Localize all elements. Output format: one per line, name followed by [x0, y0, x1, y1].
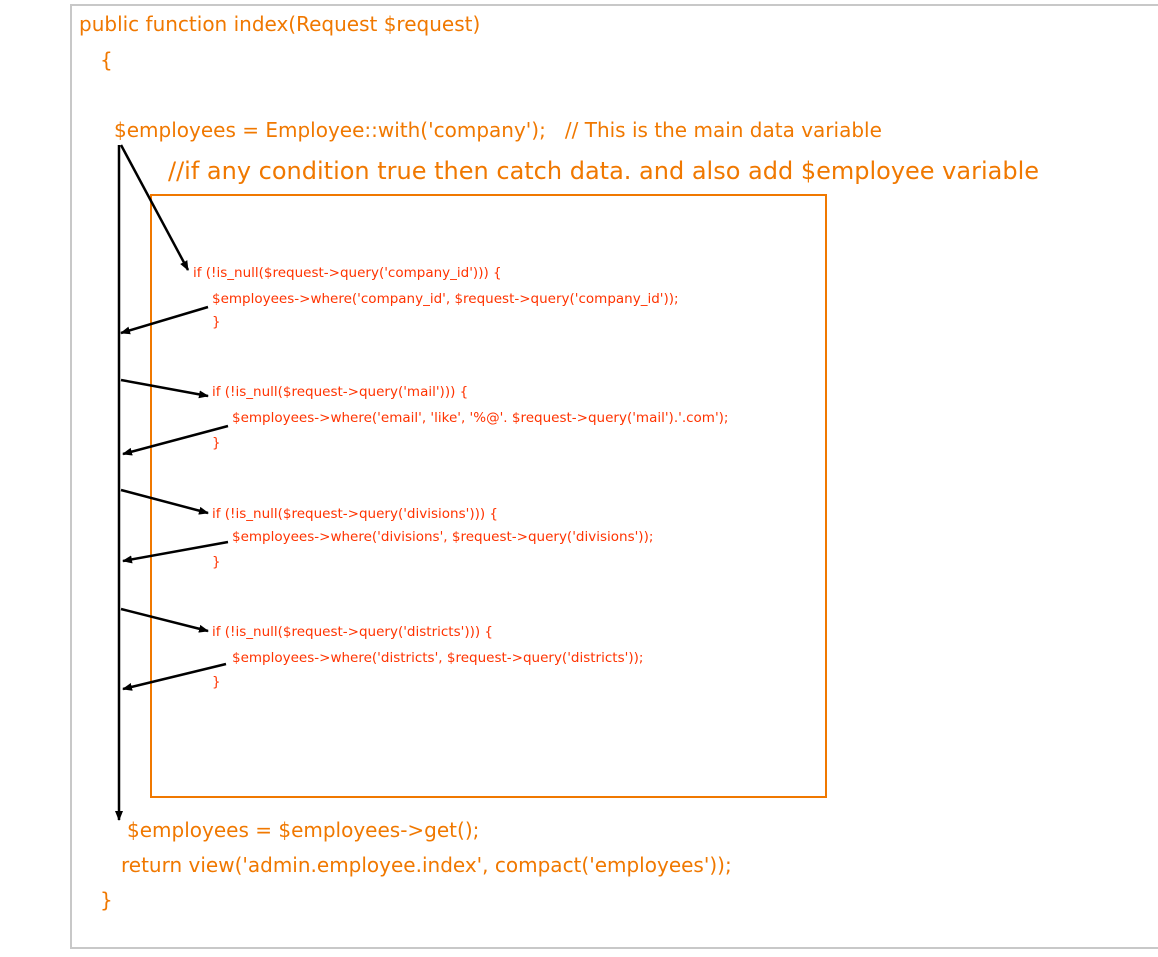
block-4-if: if (!is_null($request->query('districts'…: [212, 624, 494, 640]
arrow-to-block-3: [120, 488, 209, 515]
function-signature: public function index(Request $request): [79, 12, 481, 36]
arrow-back-block-1: [120, 305, 209, 335]
block-3-if: if (!is_null($request->query('divisions'…: [212, 506, 499, 522]
condition-comment: //if any condition true then catch data.…: [168, 157, 1039, 185]
return-line: return view('admin.employee.index', comp…: [121, 853, 732, 877]
open-brace: {: [100, 48, 113, 72]
block-2-close: }: [212, 435, 221, 451]
block-4-body: $employees->where('districts', $request-…: [232, 650, 644, 666]
block-4-close: }: [212, 674, 221, 690]
block-1-close: }: [212, 314, 221, 330]
block-3-body: $employees->where('divisions', $request-…: [232, 529, 654, 545]
arrow-to-block-2: [120, 378, 209, 399]
block-2-body: $employees->where('email', 'like', '%@'.…: [232, 410, 729, 426]
block-3-close: }: [212, 554, 221, 570]
arrow-back-block-3: [122, 540, 229, 564]
arrow-back-block-2: [122, 424, 229, 456]
get-line: $employees = $employees->get();: [127, 818, 480, 842]
main-variable-line: $employees = Employee::with('company'); …: [114, 118, 882, 142]
arrow-back-block-4: [122, 662, 227, 691]
code-frame: [70, 4, 1158, 949]
close-brace: }: [100, 888, 113, 912]
arrow-to-block-4: [120, 607, 209, 633]
block-2-if: if (!is_null($request->query('mail'))) {: [212, 384, 469, 400]
conditions-box: [150, 194, 827, 798]
block-1-if: if (!is_null($request->query('company_id…: [193, 265, 502, 281]
arrow-to-block-1: [119, 144, 190, 271]
block-1-body: $employees->where('company_id', $request…: [212, 291, 679, 307]
